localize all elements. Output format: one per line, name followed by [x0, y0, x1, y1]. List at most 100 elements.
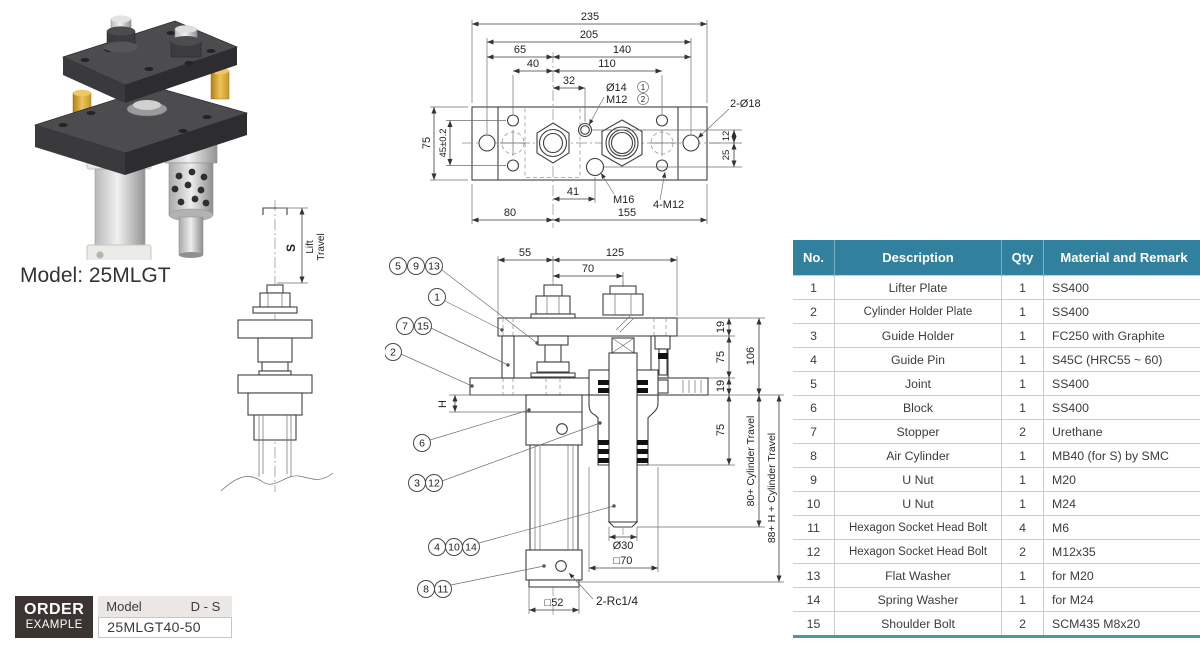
cell-description: Air Cylinder — [835, 444, 1002, 468]
callout-2: 2 — [385, 344, 402, 361]
dim-205: 205 — [580, 29, 598, 41]
cell-no: 13 — [793, 564, 835, 588]
dim-41: 41 — [567, 186, 579, 198]
cell-material: SCM435 M8x20 — [1044, 612, 1200, 637]
cell-description: Guide Pin — [835, 348, 1002, 372]
callout-10: 10 — [446, 539, 463, 556]
dim-12: 12 — [721, 131, 732, 142]
cell-no: 7 — [793, 420, 835, 444]
order-code-format: Model D - S — [98, 596, 232, 617]
dim-75-upper: 75 — [715, 351, 727, 363]
top-view-drawing: 235 205 65 140 40 110 32 Ø14 M12 1 2 2-Ø… — [410, 0, 800, 240]
callout-leaders — [401, 270, 616, 585]
dim-80: 80 — [504, 207, 516, 219]
cell-qty: 2 — [1002, 540, 1044, 564]
callout-12: 12 — [426, 475, 443, 492]
cell-no: 1 — [793, 276, 835, 300]
cell-qty: 1 — [1002, 324, 1044, 348]
svg-text:9: 9 — [413, 261, 419, 273]
dim-32: 32 — [563, 75, 575, 87]
svg-text:7: 7 — [402, 321, 408, 333]
dim-88-h-cylinder-travel: 88+ H + Cylinder Travel — [766, 433, 778, 543]
cell-material: for M24 — [1044, 588, 1200, 612]
header-no: No. — [793, 240, 835, 276]
cell-qty: 1 — [1002, 396, 1044, 420]
cell-material: SS400 — [1044, 372, 1200, 396]
cell-no: 8 — [793, 444, 835, 468]
callout-15: 15 — [415, 318, 432, 335]
cell-no: 10 — [793, 492, 835, 516]
dim-sq52: □52 — [545, 597, 564, 609]
cell-no: 2 — [793, 300, 835, 324]
cell-material: SS400 — [1044, 396, 1200, 420]
ref-circle-1: 1 — [638, 82, 649, 93]
cell-qty: 1 — [1002, 348, 1044, 372]
cell-description: Block — [835, 396, 1002, 420]
dim-19-top: 19 — [715, 321, 727, 333]
callout-1: 1 — [429, 289, 446, 306]
cell-material: M12x35 — [1044, 540, 1200, 564]
header-description: Description — [835, 240, 1002, 276]
cell-description: U Nut — [835, 468, 1002, 492]
svg-text:13: 13 — [428, 261, 440, 273]
cell-description: Flat Washer — [835, 564, 1002, 588]
dim-h: H — [437, 400, 449, 408]
dim-106: 106 — [745, 347, 757, 365]
cell-no: 9 — [793, 468, 835, 492]
cell-qty: 2 — [1002, 420, 1044, 444]
dim-d30: Ø30 — [613, 540, 634, 552]
svg-text:14: 14 — [465, 542, 477, 554]
svg-text:5: 5 — [395, 261, 401, 273]
order-example-value: 25MLGT40-50 — [98, 617, 232, 638]
cell-no: 4 — [793, 348, 835, 372]
callout-3: 3 — [409, 475, 426, 492]
callout-13: 13 — [426, 258, 443, 275]
dim-140: 140 — [613, 44, 631, 56]
dim-s: S — [284, 244, 298, 252]
cell-material: M24 — [1044, 492, 1200, 516]
order-badge-line1: ORDER — [24, 601, 84, 619]
hole-note-d14: Ø14 — [606, 82, 627, 94]
cell-qty: 1 — [1002, 444, 1044, 468]
order-example-badge: ORDER EXAMPLE — [15, 596, 93, 638]
order-model-label: Model — [106, 599, 141, 614]
dim-sq70: □70 — [614, 555, 633, 567]
callout-7: 7 — [397, 318, 414, 335]
cell-no: 14 — [793, 588, 835, 612]
side-view: S Lift Travel — [215, 192, 380, 537]
callout-11: 11 — [435, 581, 452, 598]
cell-description: Hexagon Socket Head Bolt — [835, 516, 1002, 540]
callout-14: 14 — [463, 539, 480, 556]
hole-note-m12: M12 — [606, 94, 627, 106]
order-code-label: D - S — [191, 599, 221, 614]
parts-table: No. Description Qty Material and Remark … — [793, 240, 1200, 638]
cell-no: 12 — [793, 540, 835, 564]
side-view-drawing: S Lift Travel — [215, 192, 380, 537]
model-label: Model: 25MLGT — [20, 264, 171, 288]
cell-description: Spring Washer — [835, 588, 1002, 612]
dim-25: 25 — [721, 150, 732, 161]
cell-qty: 1 — [1002, 276, 1044, 300]
svg-text:11: 11 — [438, 584, 449, 596]
cell-no: 11 — [793, 516, 835, 540]
svg-text:3: 3 — [414, 478, 420, 490]
dim-155: 155 — [618, 207, 636, 219]
callout-9: 9 — [408, 258, 425, 275]
svg-text:2: 2 — [641, 95, 646, 104]
cell-material: SS400 — [1044, 276, 1200, 300]
callout-5: 5 — [390, 258, 407, 275]
dim-75-lower: 75 — [715, 424, 727, 436]
svg-text:1: 1 — [641, 83, 646, 92]
dim-75: 75 — [421, 137, 433, 149]
cell-qty: 1 — [1002, 492, 1044, 516]
note-m16: M16 — [613, 194, 634, 206]
cell-description: Cylinder Holder Plate — [835, 300, 1002, 324]
